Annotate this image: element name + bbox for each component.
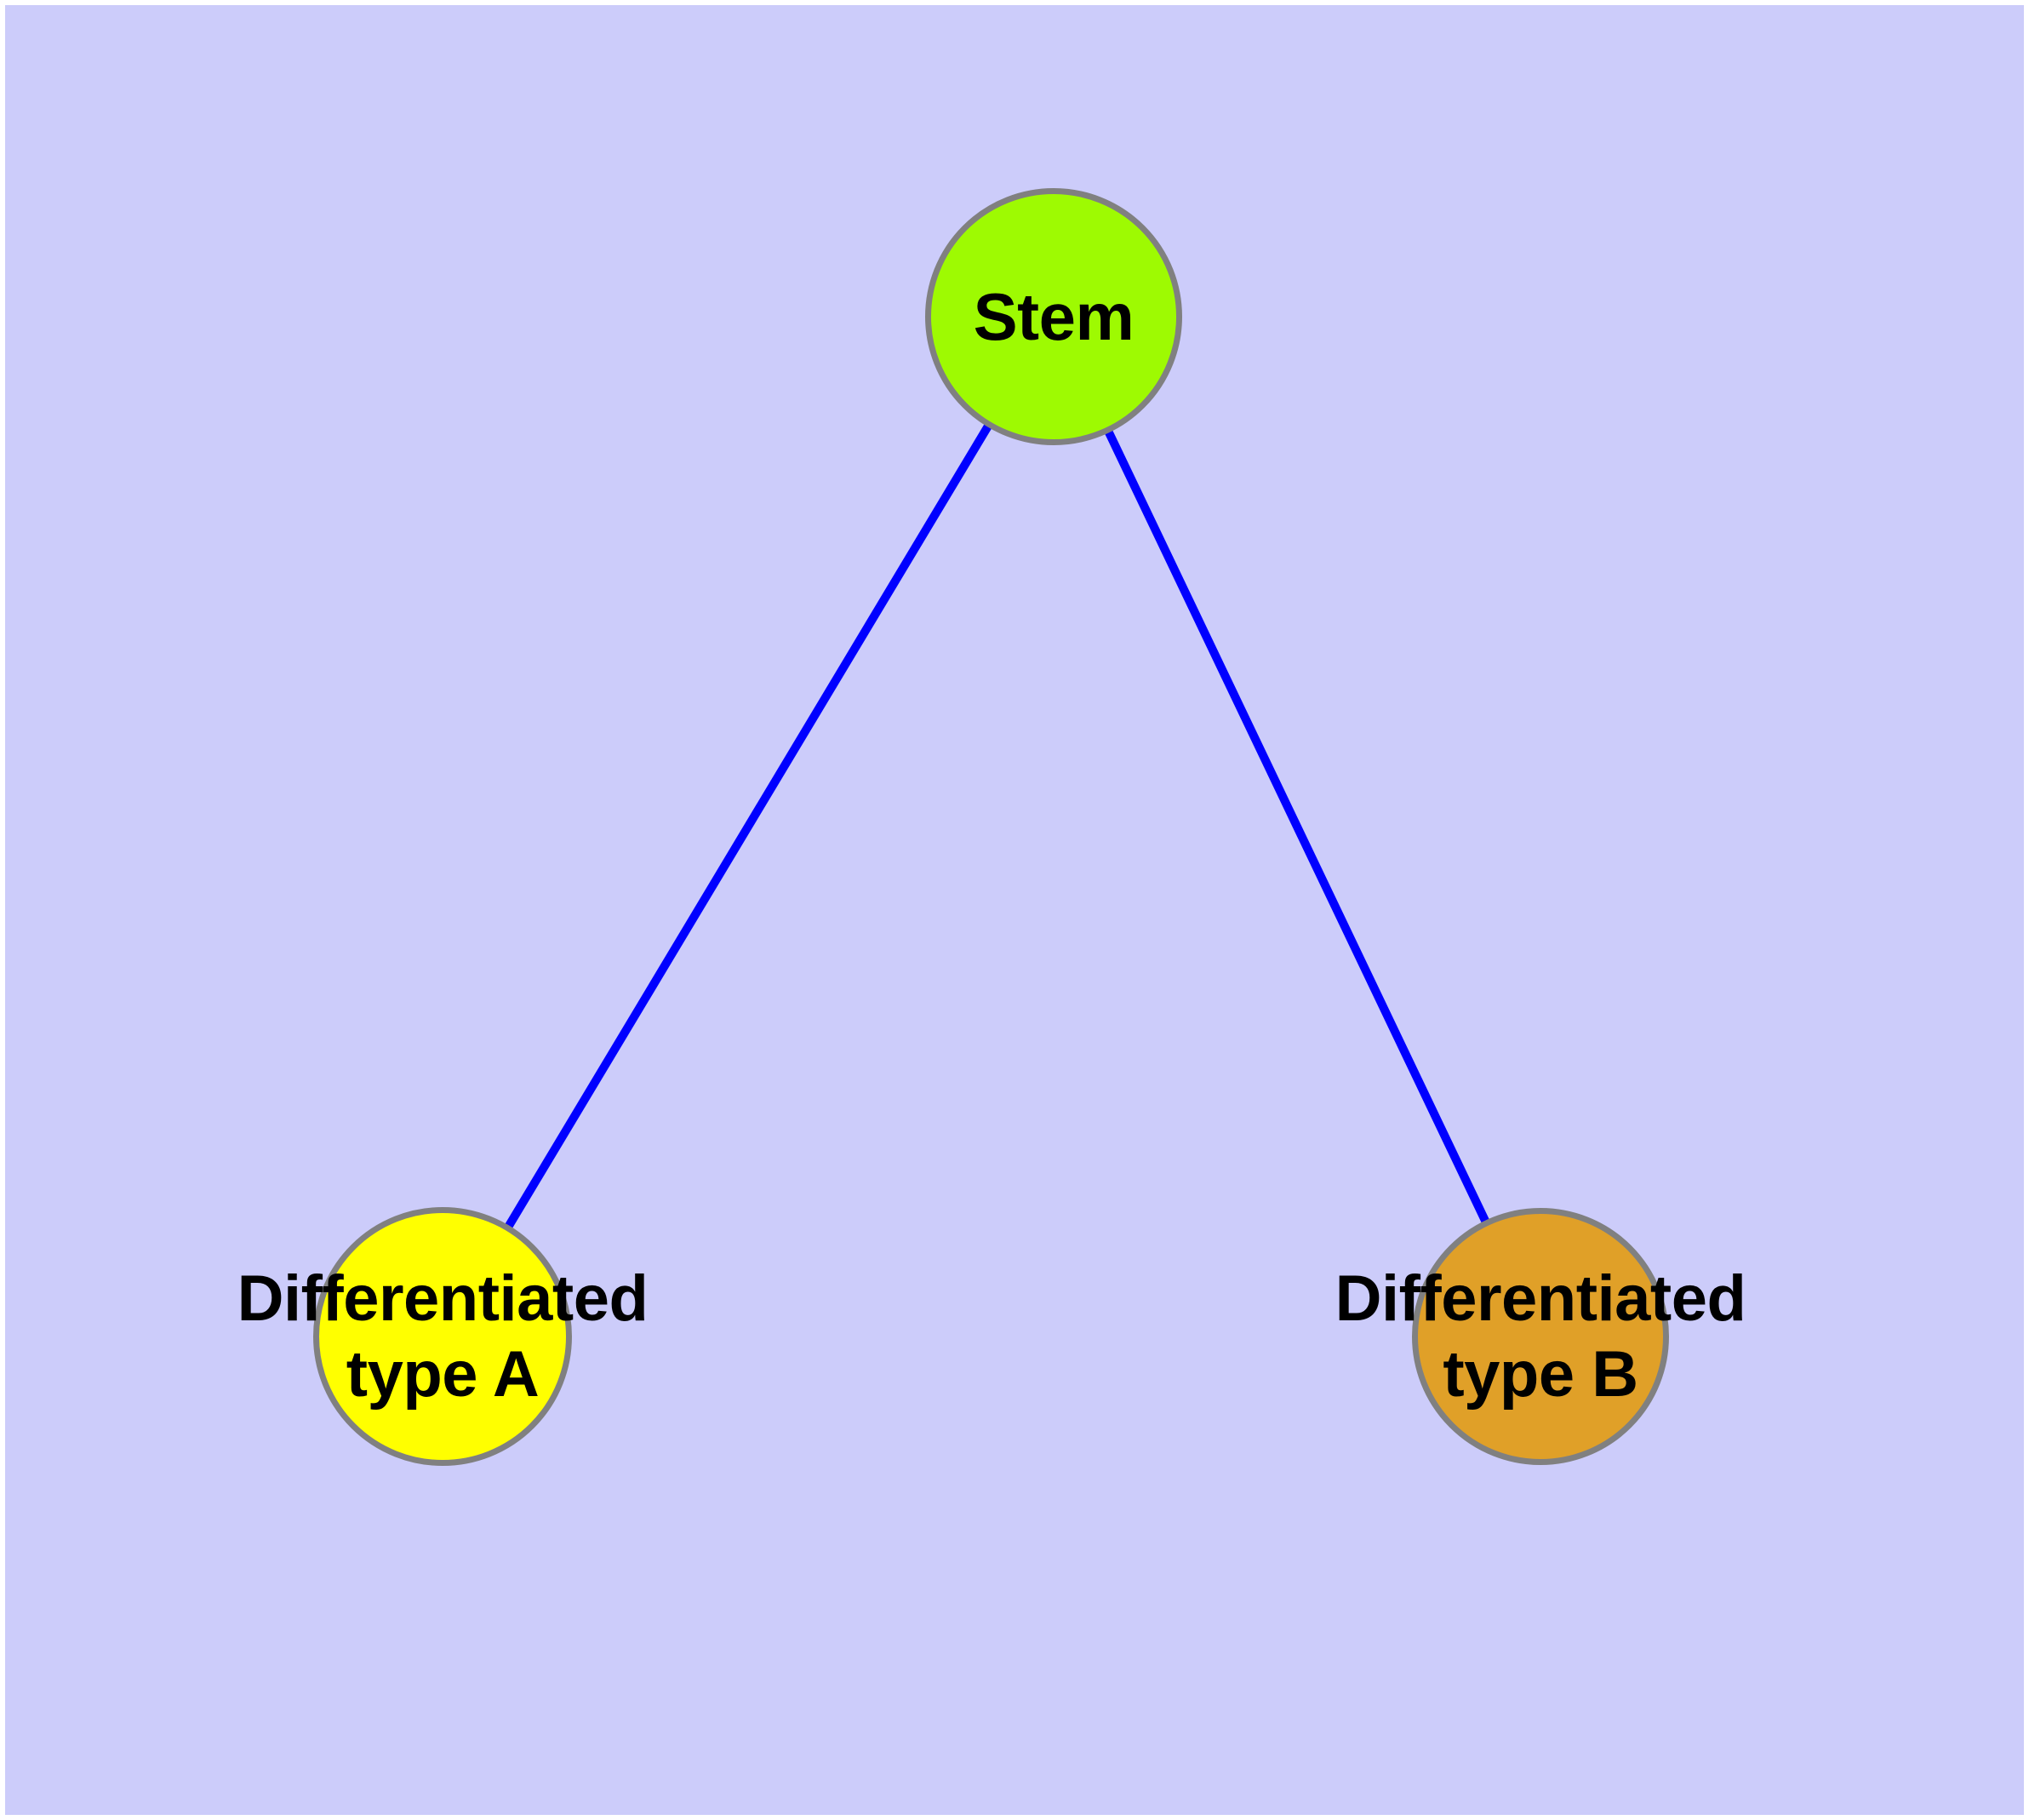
edge-layer bbox=[438, 314, 1545, 1339]
node-differentiated-type-a[interactable] bbox=[313, 1207, 572, 1466]
node-layer: Stem Differentiated type A Differentiate… bbox=[5, 5, 2024, 1815]
edge-stem-to-differentiated-type-b[interactable] bbox=[1049, 314, 1545, 1339]
node-differentiated-type-b[interactable] bbox=[1412, 1208, 1669, 1465]
node-stem[interactable] bbox=[925, 188, 1182, 445]
edge-stem-to-differentiated-type-a[interactable] bbox=[438, 314, 1058, 1339]
graph-plot-area: Stem Differentiated type A Differentiate… bbox=[5, 5, 2024, 1815]
